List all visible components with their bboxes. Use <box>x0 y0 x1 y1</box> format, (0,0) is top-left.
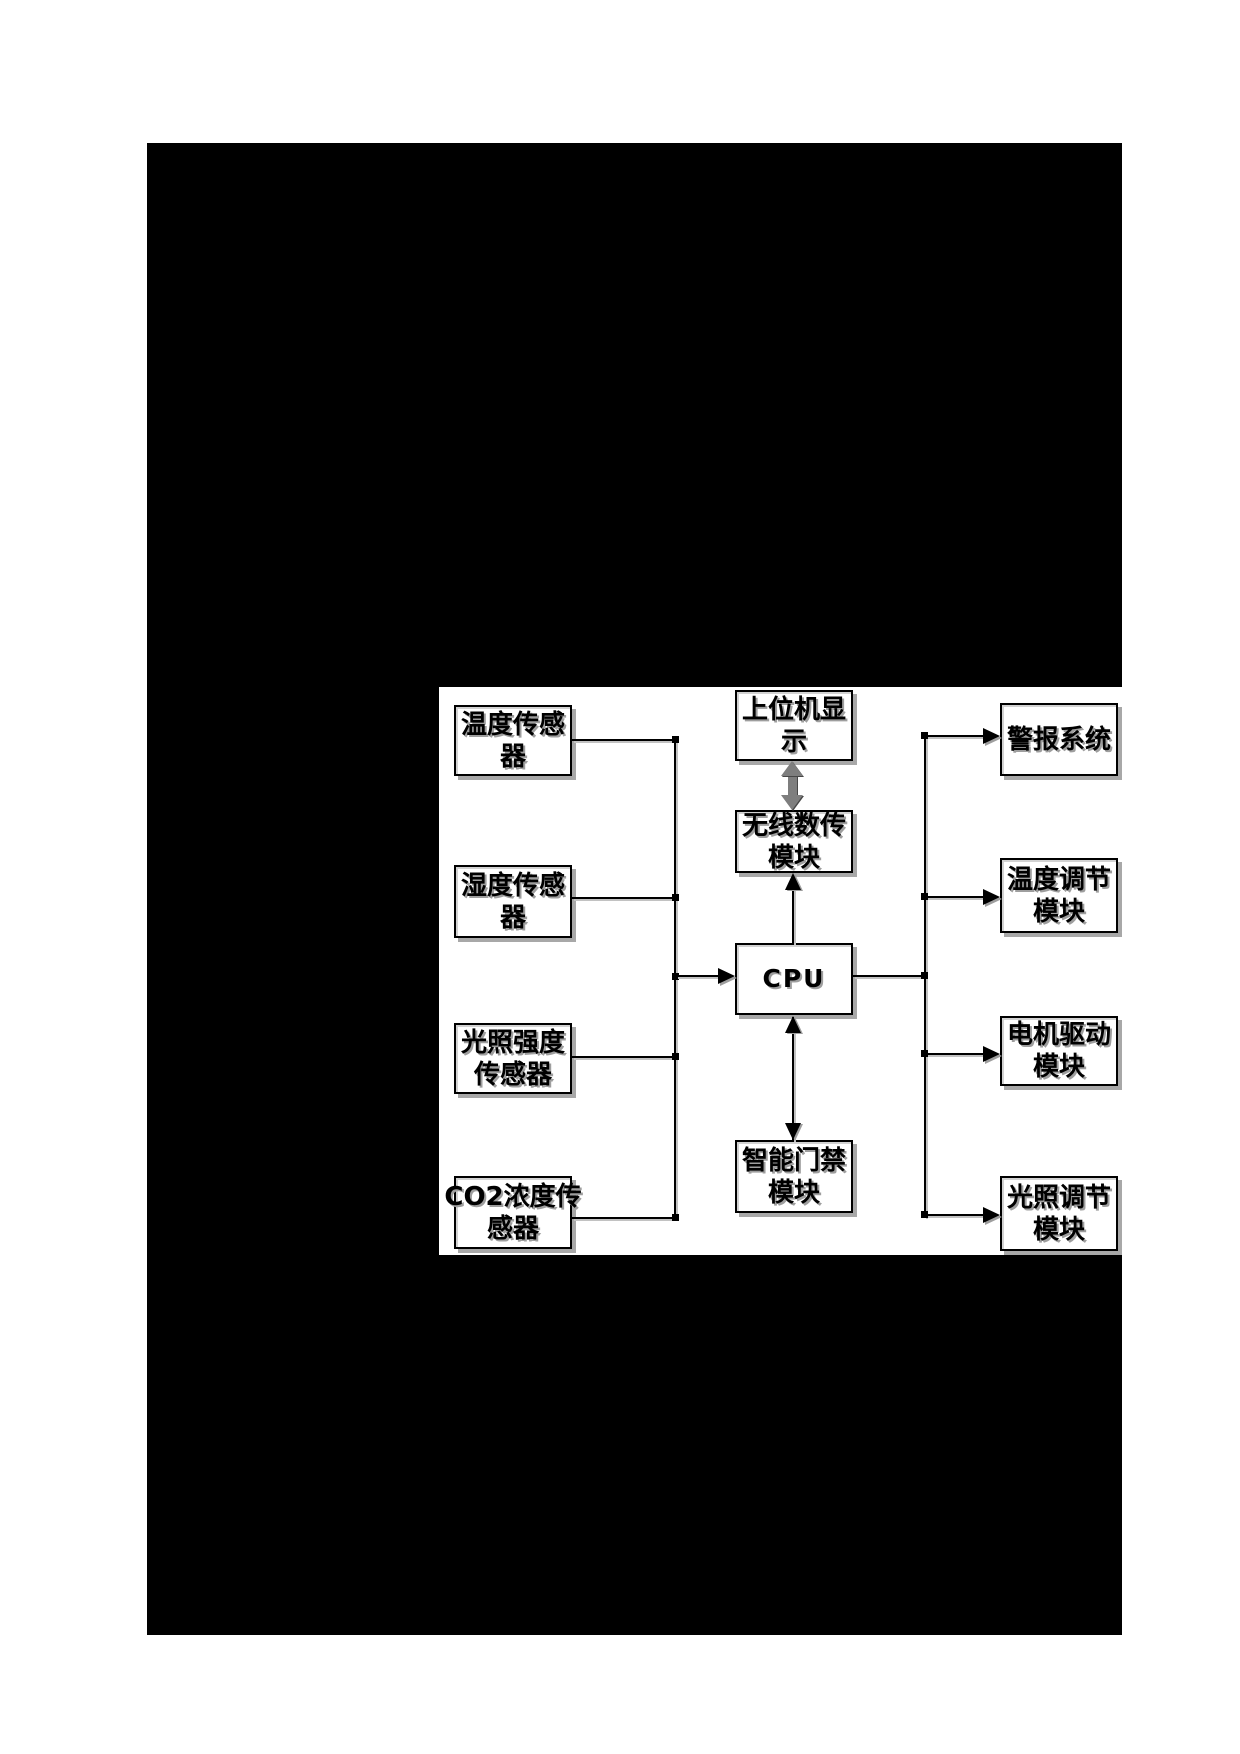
arrowhead-into-cpu <box>718 968 735 984</box>
node-alarm-system: 警报系统 <box>1000 703 1118 776</box>
node-label: 器 <box>499 741 526 772</box>
node-motor-drive-module: 电机驱动 模块 <box>1000 1016 1118 1086</box>
junction-dot <box>672 1214 679 1221</box>
node-label: 传感器 <box>473 1059 552 1090</box>
arrowhead-into-alarm <box>983 728 1000 744</box>
connector-bus-to-motor-drive <box>926 1053 984 1055</box>
junction-dot <box>921 1211 928 1218</box>
node-label: 湿度传感 <box>460 870 565 901</box>
connector-bus-to-alarm <box>926 735 984 737</box>
arrowhead-up-to-cpu <box>785 1016 801 1033</box>
node-host-display: 上位机显 示 <box>735 690 853 761</box>
node-humidity-sensor: 湿度传感 器 <box>454 865 572 938</box>
arrowhead-down-to-access-control <box>785 1123 801 1140</box>
node-temperature-adjust-module: 温度调节 模块 <box>1000 858 1118 933</box>
arrowhead-into-temp-adjust <box>983 889 1000 905</box>
node-label: 模块 <box>1032 896 1085 927</box>
node-label: 温度调节 <box>1006 864 1111 895</box>
connector-humidity-to-bus <box>572 897 676 899</box>
node-light-intensity-sensor: 光照强度 传感器 <box>454 1023 572 1094</box>
node-label: CPU <box>762 964 826 993</box>
arrowhead-down-to-wireless <box>781 795 803 810</box>
connector-cpu-to-wireless <box>792 875 794 943</box>
connector-co2-to-bus <box>572 1217 676 1219</box>
node-label: 器 <box>499 902 526 933</box>
node-cpu: CPU <box>735 943 853 1015</box>
arrowhead-up-to-wireless <box>785 873 801 890</box>
node-label: 模块 <box>1032 1052 1085 1082</box>
junction-dot <box>921 1050 928 1057</box>
connector-bus-to-temp-adjust <box>926 896 984 898</box>
connector-cpu-to-right-bus <box>853 975 926 977</box>
arrowhead-into-motor-drive <box>983 1046 1000 1062</box>
node-label: 光照强度 <box>460 1027 565 1058</box>
bidirectional-gray-arrow-shaft <box>788 772 797 800</box>
junction-dot <box>672 894 679 901</box>
junction-dot <box>921 893 928 900</box>
node-label: 示 <box>780 726 807 757</box>
node-wireless-data-module: 无线数传 模块 <box>735 810 853 873</box>
scanned-page-black-region: 温度传感 器 湿度传感 器 光照强度 传感器 CO2浓度传 感器 上位机显 示 … <box>147 143 1124 1635</box>
node-label: 光照调节 <box>1006 1182 1111 1213</box>
connector-bus-to-light-adjust <box>926 1214 984 1216</box>
node-label: 上位机显 <box>741 694 846 725</box>
node-label: 模块 <box>767 1177 820 1208</box>
junction-dot <box>672 736 679 743</box>
block-diagram-figure: 温度传感 器 湿度传感 器 光照强度 传感器 CO2浓度传 感器 上位机显 示 … <box>439 687 1124 1255</box>
arrowhead-up-to-host-display <box>781 761 803 776</box>
arrowhead-into-light-adjust <box>983 1207 1000 1223</box>
node-label: 模块 <box>767 842 820 873</box>
node-label: 智能门禁 <box>741 1145 846 1176</box>
node-label: 温度传感 <box>460 709 565 740</box>
node-label: CO2浓度传 <box>444 1181 582 1212</box>
node-temperature-sensor: 温度传感 器 <box>454 705 572 776</box>
connector-cpu-to-access-control <box>792 1017 794 1140</box>
connector-bus-to-cpu <box>676 975 718 977</box>
node-label: 警报系统 <box>1006 724 1111 755</box>
node-co2-sensor: CO2浓度传 感器 <box>444 1176 582 1249</box>
node-access-control-module: 智能门禁 模块 <box>735 1140 853 1213</box>
node-label: 无线数传 <box>741 810 846 841</box>
node-light-adjust-module: 光照调节 模块 <box>1000 1176 1118 1251</box>
junction-dot <box>672 1053 679 1060</box>
junction-dot <box>672 973 679 980</box>
connector-light-to-bus <box>572 1056 676 1058</box>
junction-dot <box>921 972 928 979</box>
node-label: 电机驱动 <box>1006 1020 1111 1050</box>
connector-temperature-to-bus <box>572 739 676 741</box>
node-label: 模块 <box>1032 1214 1085 1245</box>
node-label: 感器 <box>486 1213 539 1244</box>
junction-dot <box>921 732 928 739</box>
